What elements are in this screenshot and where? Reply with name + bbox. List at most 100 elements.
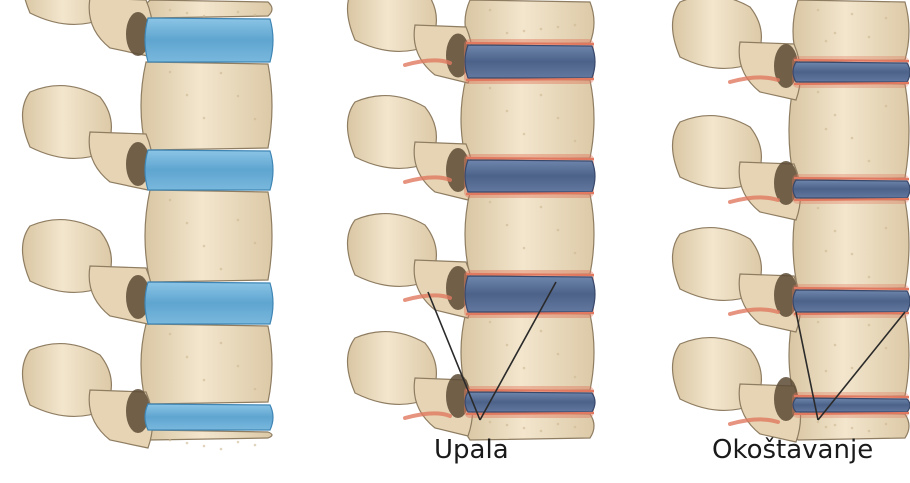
endplate-inflammation	[466, 193, 594, 194]
bone-texture	[825, 40, 828, 43]
vertebral-body	[461, 78, 594, 160]
bone-texture	[203, 445, 206, 448]
bone-texture	[868, 430, 871, 433]
bone-texture	[254, 388, 257, 391]
bone-texture	[237, 11, 240, 14]
endplate-inflammation	[794, 396, 909, 397]
endplate-inflammation	[466, 274, 594, 275]
vertebral-body	[141, 62, 272, 150]
bone-texture	[523, 427, 526, 430]
bone-texture	[574, 24, 577, 27]
bone-texture	[186, 442, 189, 445]
panel-ossified-spine	[673, 0, 910, 442]
intervertebral-disc	[793, 62, 910, 82]
bone-texture	[220, 72, 223, 75]
bone-texture	[489, 421, 492, 424]
endplate-inflammation	[794, 313, 909, 314]
panel-inflamed-spine	[348, 0, 596, 440]
bone-texture	[557, 229, 560, 232]
bone-texture	[237, 441, 240, 444]
intervertebral-disc	[465, 276, 595, 312]
bone-texture	[557, 353, 560, 356]
bone-texture	[817, 9, 820, 12]
bone-texture	[817, 421, 820, 424]
bone-texture	[169, 439, 172, 442]
bone-texture	[557, 423, 560, 426]
bone-texture	[237, 219, 240, 222]
intervertebral-disc	[793, 398, 910, 412]
vertebral-body	[145, 190, 272, 282]
bone-texture	[885, 227, 888, 230]
bone-texture	[574, 376, 577, 379]
bone-texture	[825, 250, 828, 253]
bone-texture	[574, 252, 577, 255]
bone-texture	[169, 333, 172, 336]
bone-texture	[186, 94, 189, 97]
bone-texture	[220, 448, 223, 451]
bone-texture	[574, 426, 577, 429]
bone-texture	[540, 28, 543, 31]
bone-texture	[834, 344, 837, 347]
endplate-inflammation	[794, 83, 909, 84]
bone-texture	[254, 444, 257, 447]
endplate-inflammation	[466, 413, 594, 414]
bone-texture	[203, 245, 206, 248]
bone-texture	[885, 347, 888, 350]
intervertebral-disc	[465, 160, 595, 192]
bone-texture	[506, 344, 509, 347]
vertebral-body	[793, 0, 909, 62]
bone-texture	[523, 133, 526, 136]
vertebral-body	[793, 198, 909, 290]
intervertebral-disc	[145, 404, 273, 430]
bone-texture	[203, 117, 206, 120]
bone-texture	[540, 330, 543, 333]
vertebral-body	[145, 430, 272, 440]
bone-texture	[868, 36, 871, 39]
endplate-inflammation	[794, 413, 909, 414]
vertebral-body	[789, 312, 909, 398]
bone-texture	[523, 30, 526, 33]
bone-texture	[851, 137, 854, 140]
bone-texture	[186, 222, 189, 225]
bone-texture	[254, 118, 257, 121]
endplate-inflammation	[794, 288, 909, 289]
bone-texture	[574, 140, 577, 143]
vertebral-body	[465, 0, 594, 45]
bone-texture	[489, 201, 492, 204]
bone-texture	[506, 224, 509, 227]
bone-texture	[489, 321, 492, 324]
bone-texture	[169, 9, 172, 12]
bone-texture	[523, 247, 526, 250]
panel-healthy-spine	[23, 0, 274, 450]
bone-texture	[506, 110, 509, 113]
vertebral-body	[789, 82, 909, 180]
bone-texture	[825, 128, 828, 131]
endplate-inflammation	[794, 60, 909, 61]
bone-texture	[885, 17, 888, 20]
bone-texture	[851, 13, 854, 16]
vertebral-body	[145, 0, 272, 18]
bone-texture	[825, 426, 828, 429]
bone-texture	[885, 423, 888, 426]
bone-texture	[557, 117, 560, 120]
bone-texture	[506, 424, 509, 427]
bone-texture	[169, 199, 172, 202]
bone-texture	[540, 94, 543, 97]
bone-texture	[834, 424, 837, 427]
intervertebral-disc	[145, 282, 273, 324]
bone-texture	[868, 276, 871, 279]
bone-texture	[817, 321, 820, 324]
bone-texture	[506, 32, 509, 35]
bone-texture	[186, 12, 189, 15]
bone-texture	[817, 91, 820, 94]
bone-texture	[220, 342, 223, 345]
endplate-inflammation	[466, 158, 594, 159]
bone-texture	[203, 15, 206, 18]
intervertebral-disc	[145, 150, 273, 190]
intervertebral-disc	[465, 392, 595, 412]
endplate-inflammation	[794, 199, 909, 200]
bone-texture	[169, 71, 172, 74]
intervertebral-disc	[793, 180, 910, 198]
bone-texture	[868, 324, 871, 327]
vertebral-body	[141, 324, 272, 404]
